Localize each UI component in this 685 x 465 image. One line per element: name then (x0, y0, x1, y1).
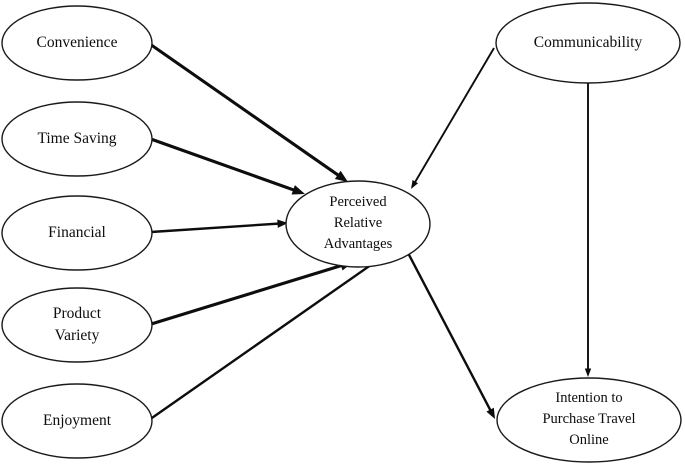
arrowhead-icon (334, 170, 348, 182)
node-ellipse-shape[interactable] (496, 377, 682, 463)
node-label-line: Online (569, 432, 608, 448)
edge-line (412, 47, 495, 186)
node-label-line: Financial (48, 224, 106, 241)
node-financial[interactable]: Financial (1, 195, 153, 271)
node-label-line: Communicability (534, 34, 643, 51)
edge-convenience-to-pra (146, 40, 348, 182)
arrowhead-icon (411, 180, 419, 189)
edge-line (147, 262, 347, 327)
node-communicability[interactable]: Communicability (495, 2, 681, 84)
edge-pra-to-intention (405, 250, 495, 419)
node-label-line: Time Saving (37, 130, 116, 147)
node-label-line: Enjoyment (43, 412, 112, 429)
node-label-line: Advantages (324, 236, 393, 252)
edge-time-saving-to-pra (147, 136, 305, 195)
node-ellipse-shape[interactable] (285, 180, 431, 268)
node-ellipse-shape[interactable] (1, 195, 153, 271)
edge-enjoyment-to-pra (148, 253, 388, 421)
node-label: Communicability (534, 34, 643, 51)
arrowhead-icon (486, 407, 495, 419)
edge-line (148, 255, 384, 421)
node-enjoyment[interactable]: Enjoyment (1, 383, 153, 459)
node-label-line: Intention to (555, 390, 622, 406)
edges-layer (146, 40, 592, 421)
node-label: Time Saving (37, 130, 116, 147)
arrowhead-icon (291, 185, 305, 195)
edge-line (146, 40, 344, 180)
edge-communicability-to-pra (411, 47, 495, 189)
node-ellipse-shape[interactable] (1, 287, 153, 363)
edge-financial-to-pra (150, 219, 288, 234)
edge-line (147, 136, 300, 194)
node-ellipse-shape[interactable] (1, 5, 153, 81)
node-label-line: Relative (334, 215, 382, 231)
arrowhead-icon (584, 368, 592, 377)
node-label-line: Purchase Travel (542, 411, 635, 427)
edge-line (150, 222, 283, 234)
edge-communicability-to-intention (584, 83, 592, 377)
node-ellipse-shape[interactable] (1, 101, 153, 177)
node-ellipse-shape[interactable] (495, 2, 681, 84)
node-label: Convenience (37, 34, 118, 51)
edge-line (405, 250, 494, 415)
arrowhead-icon (277, 219, 288, 228)
node-label-line: Perceived (329, 194, 387, 210)
node-ellipse-shape[interactable] (1, 383, 153, 459)
node-label: Enjoyment (43, 412, 112, 429)
node-convenience[interactable]: Convenience (1, 5, 153, 81)
node-label-line: Product (53, 305, 102, 322)
node-label-line: Variety (55, 327, 100, 344)
node-time-saving[interactable]: Time Saving (1, 101, 153, 177)
node-label-line: Convenience (37, 34, 118, 51)
edge-product-variety-to-pra (147, 260, 353, 327)
node-label: Financial (48, 224, 106, 241)
